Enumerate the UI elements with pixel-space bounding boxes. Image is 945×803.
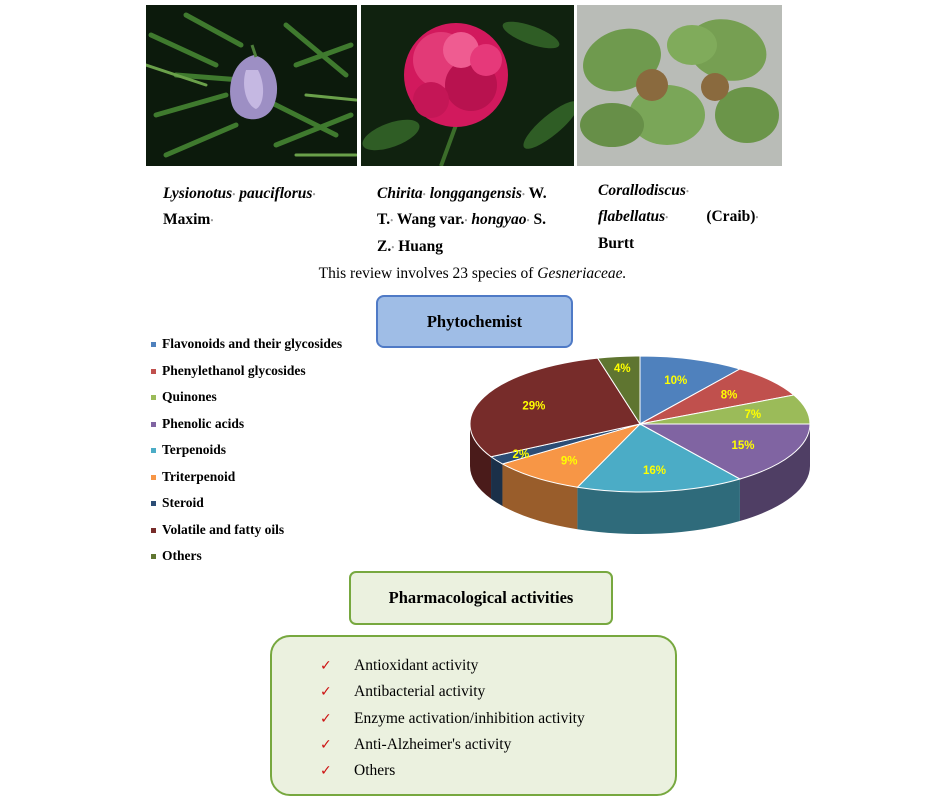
legend-swatch — [151, 474, 156, 480]
pie-data-label: 7% — [745, 409, 762, 421]
pie-data-label: 4% — [614, 363, 631, 375]
corallodiscus-caption: Corallodiscus• flabellatus•(Craib)• Burt… — [598, 182, 759, 252]
legend-label: Terpenoids — [162, 442, 227, 457]
check-icon: ✓ — [320, 684, 332, 701]
pie-data-label: 16% — [643, 465, 666, 477]
legend-item: Steroid — [151, 490, 342, 517]
pie-slice — [501, 422, 642, 488]
check-icon: ✓ — [320, 736, 332, 753]
legend-swatch — [151, 554, 156, 559]
pie-slice — [639, 355, 742, 425]
pie-slice — [576, 423, 742, 493]
pie-slice — [596, 355, 641, 426]
list-item: ✓Anti-Alzheimer's activity — [320, 732, 675, 758]
legend-label: Quinones — [162, 389, 217, 404]
pie-slice-side — [577, 479, 740, 534]
lysionotus-caption: Lysionotus• pauciflorus• Maxim• — [163, 185, 316, 229]
list-item: ✓Enzyme activation/inhibition activity — [320, 706, 675, 732]
legend-label: Steroid — [162, 495, 204, 510]
legend-swatch — [151, 421, 156, 427]
legend-label: Triterpenoid — [162, 468, 236, 484]
activities-panel: ✓Antioxidant activity ✓Antibacterial act… — [270, 635, 677, 796]
legend-item: Triterpenoid — [151, 464, 342, 491]
legend-item: Terpenoids — [151, 437, 342, 464]
pie-slice-side — [470, 424, 492, 499]
pie-data-label: 15% — [731, 440, 754, 452]
pie-data-label: 10% — [664, 375, 687, 387]
legend-swatch — [151, 527, 156, 533]
legend-swatch — [151, 395, 156, 400]
check-icon: ✓ — [320, 658, 332, 674]
pie-chart: 10% 8% 7% 15% 16% 9% 2% 29% 4% — [469, 355, 811, 534]
lysionotus-photo — [146, 5, 357, 166]
legend-item: Others — [151, 543, 342, 570]
pie-data-label: 8% — [721, 390, 738, 402]
phytochemist-box: Phytochemist — [376, 295, 573, 348]
list-item: ✓Antioxidant activity — [320, 653, 675, 679]
chirita-photo — [361, 5, 574, 166]
legend-swatch — [151, 501, 156, 506]
legend-item: Flavonoids and their glycosides — [151, 331, 342, 358]
legend-swatch — [151, 368, 156, 374]
chirita-caption: Chirita• longgangensis• W. T.• Wang var.… — [377, 185, 547, 255]
corallodiscus-photo — [577, 5, 782, 166]
pie-data-label: 2% — [513, 449, 530, 461]
pie-slice — [469, 357, 641, 458]
legend-label: Phenylethanol glycosides — [162, 362, 306, 378]
legend-item: Volatile and fatty oils — [151, 517, 342, 544]
pie-data-label: 29% — [522, 401, 545, 413]
pie-slice-side — [739, 424, 810, 522]
list-item: ✓Antibacterial activity — [320, 679, 675, 705]
pie-slice-side — [502, 463, 578, 530]
pie-slice — [639, 423, 811, 480]
legend-item: Phenolic acids — [151, 411, 342, 438]
phytochemist-label: Phytochemist — [426, 311, 523, 331]
check-icon: ✓ — [320, 710, 332, 727]
pharmacological-box: Pharmacological activities — [349, 571, 613, 625]
legend-swatch — [151, 342, 156, 347]
activities-list: ✓Antioxidant activity ✓Antibacterial act… — [272, 637, 675, 784]
pie-data-label: 9% — [561, 456, 578, 468]
review-summary: This review involves 23 species of Gesne… — [318, 265, 627, 282]
legend-label: Others — [162, 548, 202, 563]
legend-item: Quinones — [151, 384, 342, 411]
legend-item: Phenylethanol glycosides — [151, 358, 342, 385]
check-icon: ✓ — [320, 763, 332, 780]
list-item: ✓Others — [320, 758, 675, 784]
legend-label: Volatile and fatty oils — [162, 521, 285, 537]
legend-label: Phenolic acids — [162, 415, 245, 431]
pharmacological-label: Pharmacological activities — [388, 588, 574, 607]
legend-swatch — [151, 448, 156, 453]
pie-slice-side — [491, 456, 503, 506]
legend-label: Flavonoids and their glycosides — [162, 336, 343, 351]
